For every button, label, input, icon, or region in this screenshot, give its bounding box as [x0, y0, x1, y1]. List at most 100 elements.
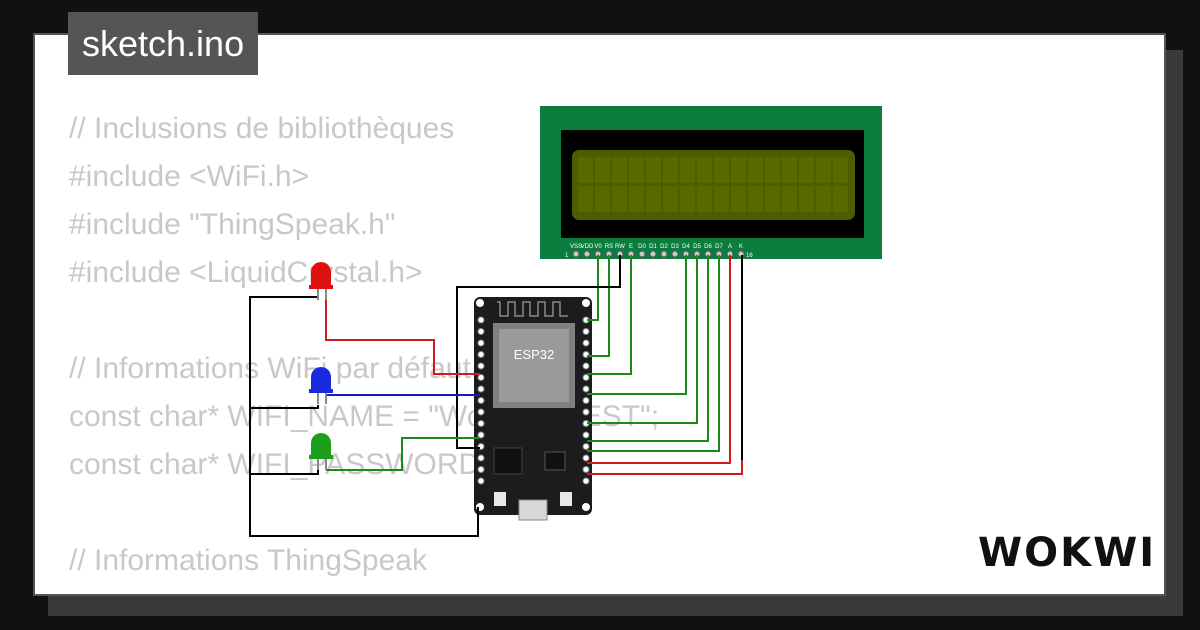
esp32-pin[interactable] [477, 328, 485, 335]
lcd-pin-label: D4 [682, 244, 690, 250]
esp32-pin[interactable] [477, 362, 485, 370]
lcd-char-cell [714, 157, 729, 183]
led-blue-body [311, 367, 331, 392]
esp32-pin[interactable] [582, 328, 590, 335]
lcd-pin-label: D1 [649, 244, 657, 250]
lcd-pin-last-label: 16 [746, 253, 753, 259]
wire-led-ground [249, 296, 479, 537]
esp32-pin[interactable] [582, 443, 590, 450]
lcd-char-cell [748, 186, 763, 212]
lcd-char-cell [595, 157, 610, 183]
lcd-pin-label: E [629, 244, 633, 250]
wire-lcd-rs [587, 255, 610, 357]
lcd-char-cell [816, 157, 831, 183]
esp32-pin[interactable] [582, 477, 590, 485]
lcd-pin-label: RS [605, 244, 613, 250]
reset-button[interactable] [560, 492, 572, 506]
esp32-pin[interactable] [477, 316, 485, 324]
lcd-char-cell [629, 186, 644, 212]
wire-lcd-vss [587, 255, 599, 321]
lcd-pin[interactable] [649, 250, 657, 258]
esp32-pin[interactable] [477, 466, 485, 473]
lcd-pin-label: D7 [715, 244, 723, 250]
esp32-pin[interactable] [582, 466, 590, 473]
lcd-char-cell [782, 157, 797, 183]
mount-hole [582, 299, 590, 307]
wires [249, 255, 743, 537]
esp32-pin[interactable] [582, 374, 590, 381]
lcd-pin[interactable] [583, 250, 591, 258]
code-line: const int myChannelNumber = 2488258; // … [69, 585, 1045, 594]
lcd-char-cell [697, 157, 712, 183]
wokwi-wordmark: WOKWI [978, 530, 1156, 576]
esp32-pin[interactable] [477, 397, 485, 404]
usb-uart-chip [544, 451, 566, 471]
lcd-char-cell [612, 157, 627, 183]
esp32-pin[interactable] [477, 477, 485, 485]
esp32-pin[interactable] [582, 431, 590, 439]
esp32-pin[interactable] [582, 454, 590, 462]
lcd-char-cell [765, 186, 780, 212]
lcd-pin[interactable] [638, 250, 646, 258]
esp32-left-pins [477, 316, 485, 485]
lcd-char-cell [646, 157, 661, 183]
lcd-pin[interactable] [671, 250, 679, 258]
lcd-pin-label: VDD [581, 244, 594, 250]
wire-lcd-d5 [587, 255, 698, 424]
lcd-pin-label: V0 [594, 244, 602, 250]
lcd-char-cell [612, 186, 627, 212]
lcd-pin[interactable] [572, 250, 580, 258]
esp32-right-pins [582, 316, 590, 485]
esp32-pin[interactable] [477, 339, 485, 347]
esp32-board[interactable]: ESP32 [474, 297, 592, 521]
led-green[interactable] [309, 433, 333, 470]
lcd-pin-label: D0 [638, 244, 646, 250]
lcd-pin-label: D5 [693, 244, 701, 250]
esp32-pin[interactable] [477, 351, 485, 358]
lcd-pin-first-label: 1 [565, 253, 569, 259]
lcd-char-cell [731, 186, 746, 212]
esp32-pin[interactable] [477, 374, 485, 381]
wire-ground-top [456, 255, 621, 449]
boot-button[interactable] [494, 492, 506, 506]
lcd-char-cell [680, 186, 695, 212]
esp32-pin[interactable] [582, 339, 590, 347]
lcd-pin-label: D6 [704, 244, 712, 250]
lcd-char-cell [799, 157, 814, 183]
lcd-char-cell [578, 157, 593, 183]
led-green-body [311, 433, 331, 458]
led-red-rim [309, 285, 333, 289]
lcd-pin[interactable] [660, 250, 668, 258]
esp32-pin[interactable] [477, 385, 485, 393]
esp32-pin[interactable] [582, 408, 590, 416]
wokwi-logo[interactable]: WOKWI [978, 530, 1156, 576]
led-red-body [311, 262, 331, 288]
voltage-regulator [493, 447, 523, 475]
wire-led-red [325, 292, 480, 375]
lcd-char-cell [782, 186, 797, 212]
code-line: #include <LiquidCrystal.h> [69, 256, 423, 289]
lcd-char-cell [595, 186, 610, 212]
esp32-pin[interactable] [477, 420, 485, 427]
led-red[interactable] [309, 262, 333, 300]
sketch-filename-tab[interactable]: sketch.ino [68, 12, 259, 75]
esp32-pin[interactable] [582, 362, 590, 370]
lcd-pin-label: D2 [660, 244, 668, 250]
esp32-pin[interactable] [477, 431, 485, 439]
esp32-pin[interactable] [477, 454, 485, 462]
lcd-char-cell [714, 186, 729, 212]
esp32-pin[interactable] [477, 408, 485, 416]
led-blue[interactable] [309, 367, 333, 404]
lcd-char-cell [663, 186, 678, 212]
led-blue-rim [309, 389, 333, 393]
esp32-pin[interactable] [582, 397, 590, 404]
wire-blue-ground [250, 405, 319, 409]
esp32-pin[interactable] [582, 385, 590, 393]
led-green-rim [309, 455, 333, 459]
wire-green-ground [250, 470, 319, 475]
usb-port [518, 499, 548, 521]
wire-lcd-d4 [587, 255, 687, 395]
